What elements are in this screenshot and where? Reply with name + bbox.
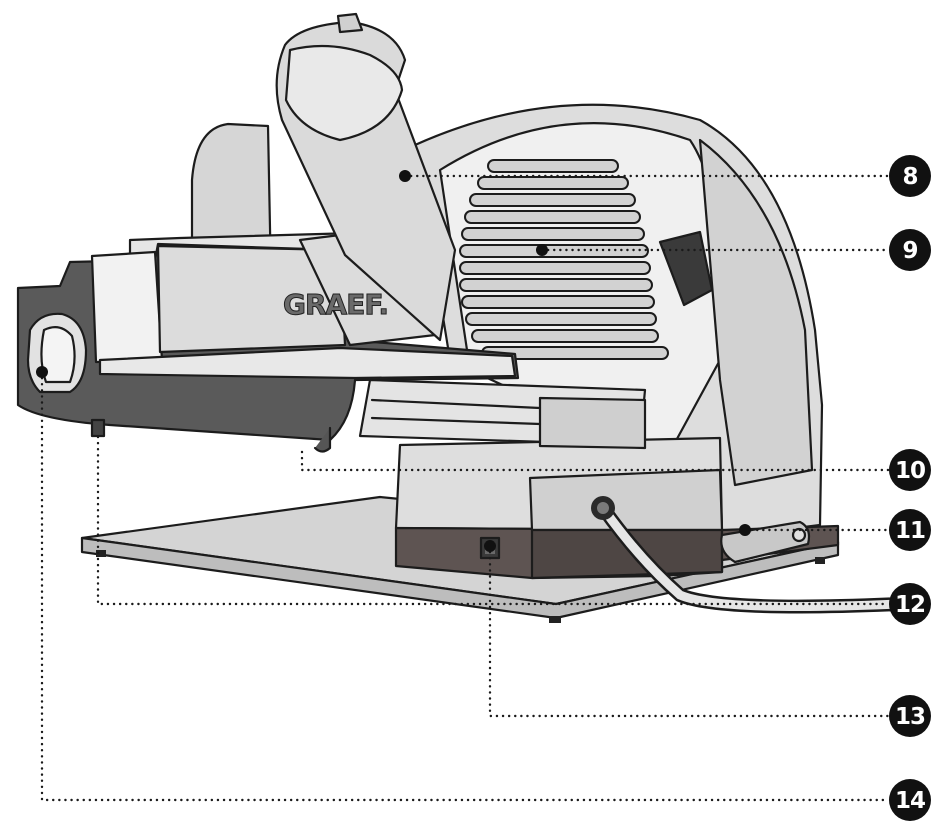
callout-badge-9: 9 — [889, 229, 931, 271]
callout-badge-12: 12 — [889, 583, 931, 625]
leader-line-13 — [488, 544, 890, 718]
leader-lines — [40, 174, 890, 802]
leader-line-14 — [40, 370, 890, 802]
anchor-dots — [36, 170, 751, 552]
carriage-tray — [16, 223, 520, 442]
food-pusher — [275, 12, 457, 342]
callout-badges: 8 9 10 11 12 13 14 — [889, 155, 931, 821]
carriage-lock — [313, 426, 332, 453]
svg-text:11: 11 — [895, 518, 925, 544]
power-cable — [591, 496, 907, 614]
svg-text:8: 8 — [902, 164, 917, 190]
svg-text:14: 14 — [895, 788, 925, 814]
svg-text:12: 12 — [895, 592, 925, 618]
side-grip — [658, 230, 714, 307]
svg-text:10: 10 — [895, 458, 925, 484]
carriage-rail — [358, 378, 647, 450]
callout-badge-13: 13 — [889, 695, 931, 737]
callout-badge-8: 8 — [889, 155, 931, 197]
callout-badge-14: 14 — [889, 779, 931, 821]
thickness-knob — [26, 312, 88, 394]
svg-text:9: 9 — [902, 238, 917, 264]
svg-text:13: 13 — [895, 704, 925, 730]
leader-line-12 — [96, 435, 890, 606]
brand-logo: GRAEF. — [283, 288, 388, 321]
leader-line-10 — [300, 450, 890, 472]
callout-badge-11: 11 — [889, 509, 931, 551]
callout-badge-10: 10 — [889, 449, 931, 491]
blade-cover-grille — [459, 159, 669, 360]
front-foot — [90, 418, 106, 438]
